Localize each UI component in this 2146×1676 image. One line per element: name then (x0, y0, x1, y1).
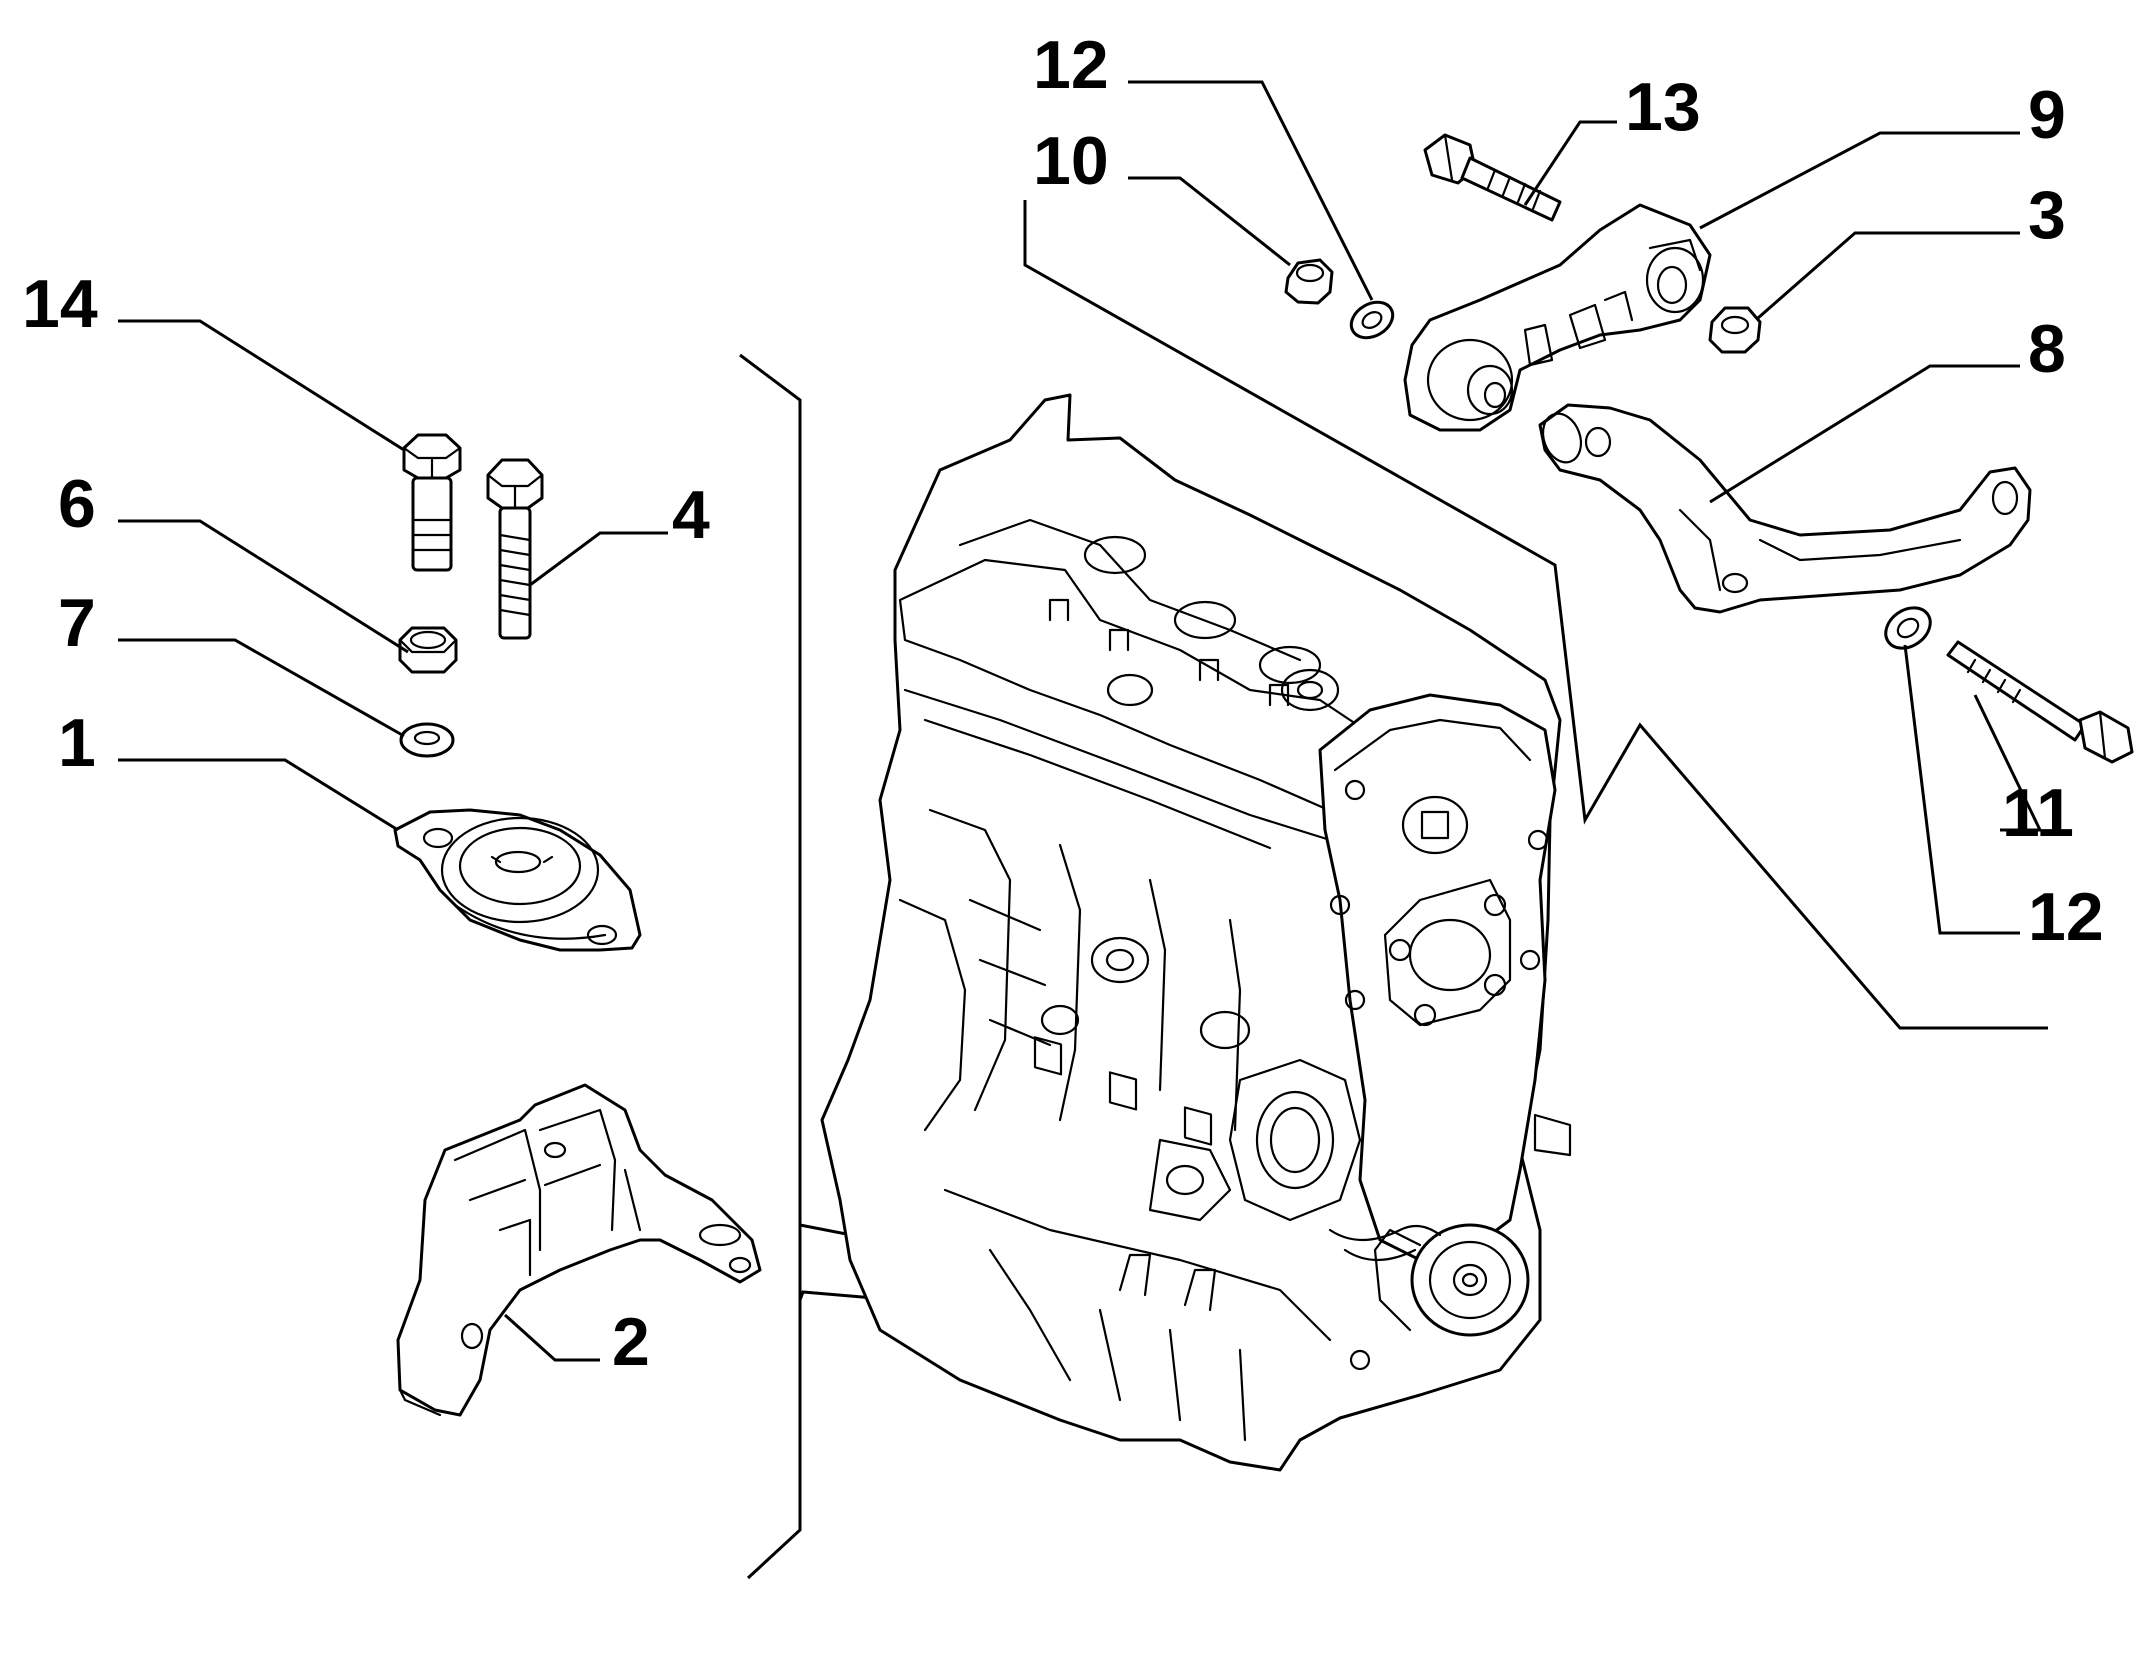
part-10-nut (1284, 258, 1334, 305)
part-3-nut (1708, 306, 1762, 354)
part-2-lower-bracket (396, 1083, 762, 1417)
part-14-bolt (402, 433, 462, 572)
callout-13: 13 (1625, 69, 1701, 145)
leader-lines (118, 80, 2043, 1362)
callout-10: 10 (1033, 123, 1109, 199)
part-8-support-arm (1538, 403, 2032, 614)
group-bracket-left (739, 353, 802, 1580)
part-4-long-bolt (486, 458, 544, 640)
callout-2: 2 (612, 1304, 650, 1380)
callout-8: 8 (2028, 311, 2066, 387)
callout-12-top: 12 (1033, 27, 1109, 103)
part-1-mount-pad (393, 808, 642, 952)
callout-3: 3 (2028, 177, 2066, 253)
callout-4: 4 (672, 477, 710, 553)
callout-6: 6 (58, 466, 96, 542)
callout-12-right: 12 (2028, 879, 2104, 955)
callout-11: 11 (2002, 775, 2074, 851)
callout-7: 7 (58, 585, 96, 661)
callout-1: 1 (58, 705, 96, 781)
part-6-nut (398, 626, 458, 674)
callout-9: 9 (2028, 77, 2066, 153)
part-12-washer-right (1884, 606, 1932, 650)
callout-14: 14 (22, 266, 98, 342)
part-13-bolt (1423, 133, 1562, 222)
part-7-washer (399, 722, 455, 758)
part-12-washer-top (1349, 300, 1395, 340)
part-11-bolt (1946, 640, 2134, 764)
group-bracket-right (1023, 200, 2048, 1030)
part-9-torque-rod (1403, 203, 1712, 432)
engine-block (820, 393, 1572, 1472)
